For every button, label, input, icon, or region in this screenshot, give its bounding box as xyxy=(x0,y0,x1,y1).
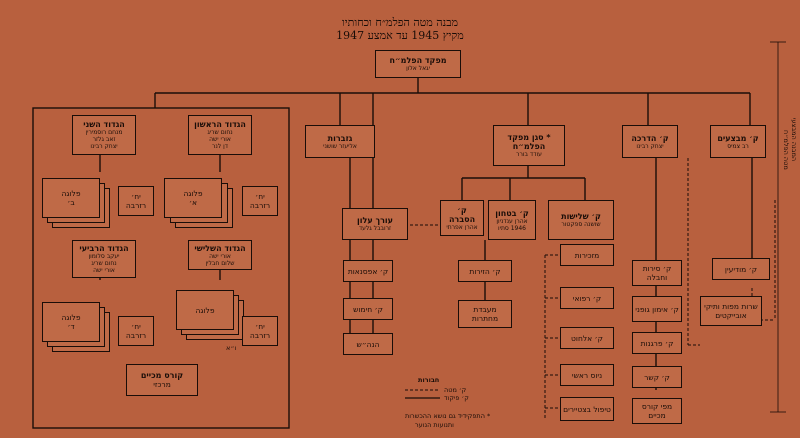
training-item-3: ק׳ פרגנות xyxy=(632,332,682,354)
battalion-2-cmd-1: מנחם רוסמירין xyxy=(85,129,123,136)
battalion-4-cmd-3: אורי ישה xyxy=(93,267,115,274)
operations-name: רב צמיס xyxy=(727,142,749,150)
battalion-1-company: פלוגה א׳ xyxy=(164,178,222,218)
logistics-item-4: ניוס ראשי xyxy=(560,364,614,386)
education-title: ק׳ הסברה xyxy=(448,205,476,224)
training-title: ק׳ הדרכה xyxy=(631,133,669,143)
battalion-3-company-label: פלוגה xyxy=(195,305,215,315)
battalion-1-company-label: פלוגה xyxy=(183,189,203,198)
commander-box: מפקד הפלמ״ח יגאל אלון xyxy=(375,50,461,78)
quartermaster-item-2: ק׳ חימוש xyxy=(343,298,393,320)
battalion-4-cmd-2: נחום שריג xyxy=(91,260,117,267)
logistics-item-2: ק׳ רפואי xyxy=(560,287,614,309)
operations-box: ק׳ מבצעים רב צמיס xyxy=(710,125,766,158)
side-label-line1: מטה הפלמ״ח xyxy=(782,130,790,170)
battalion-2-heavy-unit: יח׳ רזרבה xyxy=(118,186,154,216)
battalion-2-cmd-3: יצחק רבינו xyxy=(90,143,118,150)
gvurot-name: אליעזר שושני xyxy=(323,142,357,150)
chart-title-line1: מבנה מטה הפלמ״ח וכחותיו xyxy=(341,16,459,29)
battalion-2-box: הגדוד השני מנחם רוסמירין זאב גלזר יצחק ר… xyxy=(72,115,136,155)
deputy-name: עודד בורר xyxy=(516,151,542,158)
security-box: ק׳ בטחון אהרן ענדניון 1946 סתיו xyxy=(488,200,536,240)
training-item-2: ק׳ אימון גופני xyxy=(632,296,682,322)
central-courses-box: קורס מכיים מרכזי xyxy=(126,364,198,396)
security-title: ק׳ בטחון xyxy=(495,208,529,218)
battalion-2-company-label: פלוגה xyxy=(61,189,81,198)
logistics-title: ק׳ שלישות xyxy=(561,212,601,221)
battalion-1-title: הגדוד הראשון xyxy=(194,120,246,129)
security-note: 1946 סתיו xyxy=(498,224,527,232)
operations-item-1: ק׳ מודיעין xyxy=(712,258,770,280)
newspaper-name: זרובבל גלעד xyxy=(358,225,392,232)
battalion-4-cmd-1: יעקב סלומון xyxy=(88,253,120,260)
battalion-4-company-letter: ד׳ xyxy=(67,322,75,331)
battalion-4-title: הגדוד הרביעי xyxy=(79,244,129,253)
battalion-2-title: הגדוד השני xyxy=(83,120,125,129)
education-box: ק׳ הסברה אהרן אפרתי xyxy=(440,200,484,236)
battalion-1-cmd-3: דן לנר xyxy=(211,143,229,150)
operations-title: ק׳ מבצעים xyxy=(717,133,759,143)
legend-solid-label: ק׳ פיקוד xyxy=(444,394,469,402)
battalion-1-heavy-unit: יח׳ רזרבה xyxy=(242,186,278,216)
quartermaster-item-3: הנה״ש xyxy=(343,333,393,355)
training-item-4: ק׳ קשר xyxy=(632,366,682,388)
commander-name: יגאל אלון xyxy=(406,65,430,72)
battalion-2-company-letter: ב׳ xyxy=(67,198,75,207)
logistics-item-1: מזכירות xyxy=(560,244,614,266)
central-courses-line2: מרכזי xyxy=(153,380,171,389)
battalion-3-title: הגדוד השלישי xyxy=(194,243,246,253)
security-item-1: ק׳ הזירות xyxy=(458,260,512,282)
battalion-1-cmd-1: נחום שריג xyxy=(207,129,233,136)
side-label-line2: המבנה המבצעי xyxy=(790,118,798,162)
battalion-4-heavy-unit: יח׳ רזרבה xyxy=(118,316,154,346)
battalion-3-box: הגדוד השלישי אורי ישה שלום חבלין xyxy=(188,240,252,270)
gvurot-title: גזברות xyxy=(327,133,353,143)
training-item-5: מפי קורס מכיים xyxy=(632,398,682,424)
deputy-title: * סגן מפקד הפלמ״ח xyxy=(507,133,551,151)
legend-dashed-label: ק׳ מטה xyxy=(444,386,467,394)
battalion-3-company: פלוגה xyxy=(176,290,234,330)
battalion-1-company-letter: א׳ xyxy=(188,198,198,207)
commander-title: מפקד הפלמ״ח xyxy=(389,56,447,65)
quartermaster-item-1: ק׳ אפסנאות xyxy=(343,260,393,282)
battalion-2-cmd-2: זאב גלזר xyxy=(92,136,116,143)
newspaper-title: עורך עלון xyxy=(357,216,393,225)
training-item-1: ק׳ סירות וחבלה xyxy=(632,260,682,286)
legend-title: חבורות xyxy=(418,376,440,384)
battalion-3-cmd-1: אורי ישה xyxy=(209,252,231,260)
battalion-1-box: הגדוד הראשון נחום שריג אורי ישה דן לנר xyxy=(188,115,252,155)
footnote-line1: * התפקידיד גם נושא ההכשרות xyxy=(405,412,491,420)
central-courses-line1: קורס מכיים xyxy=(140,371,184,380)
training-box: ק׳ הדרכה יצחק רבינו xyxy=(622,125,678,158)
security-name: אהרן ענדניון xyxy=(496,217,528,225)
logistics-box: ק׳ שלישות שושנה ספקטור xyxy=(548,200,614,240)
battalion-4-company: פלוגה ד׳ xyxy=(42,302,100,342)
footnote-line2: ותנועות הנוער xyxy=(415,421,454,429)
deputy-commander-box: * סגן מפקד הפלמ״ח עודד בורר xyxy=(493,125,565,166)
security-item-2: מעבדת מחתרות xyxy=(458,300,512,328)
education-name: אהרן אפרתי xyxy=(446,223,478,231)
gvurot-box: גזברות אליעזר שושני xyxy=(305,125,375,158)
battalion-1-cmd-2: אורי ישה xyxy=(209,136,231,143)
battalion-4-company-label: פלוגה xyxy=(61,313,81,322)
logistics-name: שושנה ספקטור xyxy=(561,221,601,228)
battalion-3-cmd-2: שלום חבלין xyxy=(205,259,235,267)
training-name: יצחק רבינו xyxy=(636,142,664,150)
battalion-3-heavy-unit: יח׳ רזרבה xyxy=(242,316,278,346)
battalion-3-company-letter: ו״א xyxy=(226,344,237,352)
battalion-2-company: פלוגה ב׳ xyxy=(42,178,100,218)
logistics-item-3: ק׳ אלחוט xyxy=(560,327,614,349)
logistics-item-5: טיפול בצטיירים xyxy=(560,397,614,421)
operations-item-2: שרות מפות ותיקי אובייקטים xyxy=(700,296,762,326)
chart-title-line2: מקיץ 1945 עד אמצע 1947 xyxy=(336,29,464,42)
battalion-4-box: הגדוד הרביעי יעקב סלומון נחום שריג אורי … xyxy=(72,240,136,278)
newspaper-editor-box: עורך עלון זרובבל גלעד xyxy=(342,208,408,240)
